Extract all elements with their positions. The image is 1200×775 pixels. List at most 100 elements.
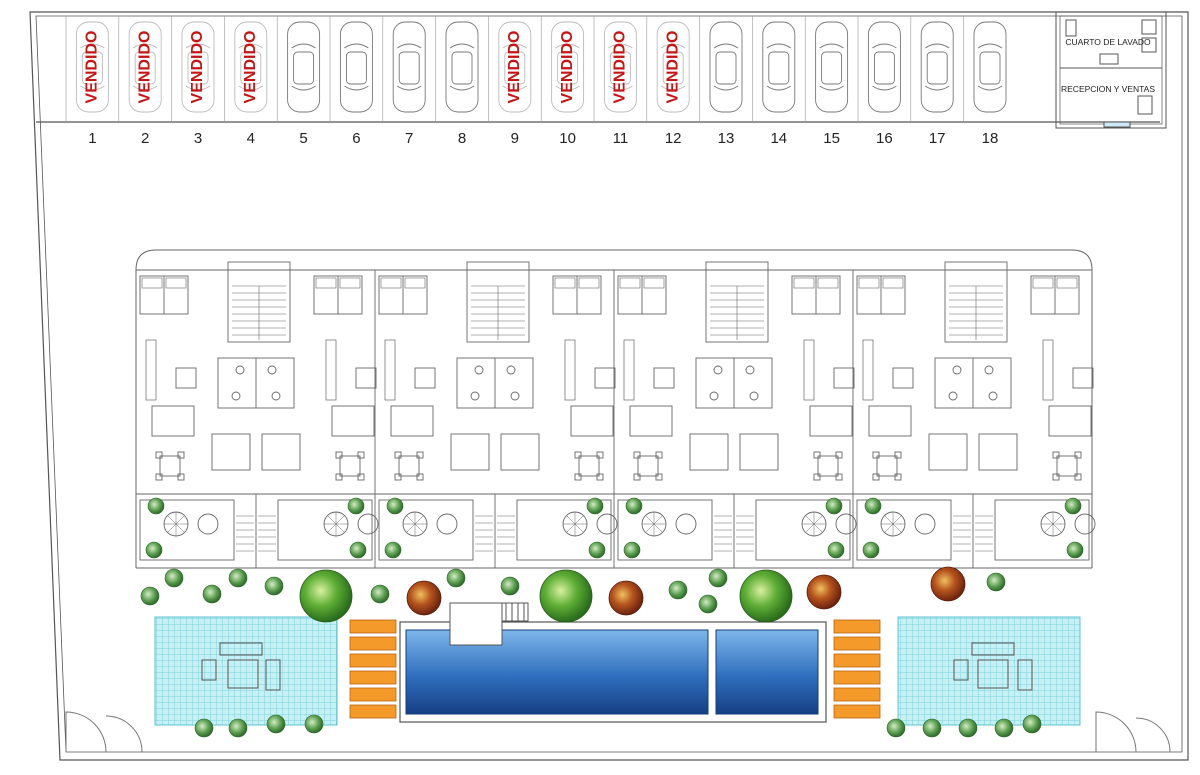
car-icon	[709, 21, 743, 113]
tree-icon	[406, 580, 442, 616]
lounger-icon	[833, 619, 881, 634]
shrub-icon	[304, 714, 324, 734]
lounger-icon	[349, 704, 397, 719]
umbrella-icon	[880, 511, 906, 537]
car-icon	[181, 21, 215, 113]
shrub-icon	[384, 541, 402, 559]
shrub-icon	[349, 541, 367, 559]
car-icon	[445, 21, 479, 113]
parking-spot-sold: VENDIDO 10	[540, 16, 585, 147]
parking-spot-free: 8	[435, 16, 479, 147]
sold-label: VENDIDO	[84, 31, 101, 104]
shrub-icon	[625, 497, 643, 515]
parking-spot-sold: VENDIDO 1	[65, 16, 109, 147]
car-icon	[75, 21, 109, 113]
parking-spot-free: 6	[329, 16, 373, 147]
parking-spot-number: 11	[613, 130, 629, 147]
shrub-icon	[958, 718, 978, 738]
parking-spot-number: 6	[352, 130, 360, 147]
sofa-set-left	[201, 642, 281, 691]
housing-module	[378, 261, 618, 568]
lawn-left	[154, 616, 338, 726]
parking-spot-number: 14	[770, 130, 787, 147]
housing-units	[139, 261, 1096, 568]
shrub-icon	[886, 718, 906, 738]
parking-spot-free: 7	[382, 16, 426, 147]
shrub-icon	[827, 541, 845, 559]
car-icon	[973, 21, 1007, 113]
shrub-icon	[164, 568, 184, 588]
shrub-icon	[864, 497, 882, 515]
car-icon	[603, 21, 637, 113]
service-building	[1055, 11, 1167, 129]
shrub-icon	[1064, 497, 1082, 515]
shrub-icon	[588, 541, 606, 559]
parking-spot-number: 2	[141, 130, 149, 147]
shrub-icon	[147, 497, 165, 515]
reception-room-label: RECEPCION Y VENTAS	[1061, 84, 1155, 94]
parking-spot-number: 10	[559, 130, 576, 147]
housing-module	[856, 261, 1096, 568]
parking-spot-free: 14	[752, 16, 796, 147]
parking-spot-number: 1	[88, 130, 96, 147]
car-icon	[287, 21, 321, 113]
parking-spot-number: 5	[299, 130, 307, 147]
parking-spot-number: 17	[929, 130, 946, 147]
car-icon	[128, 21, 162, 113]
sold-label: VENDIDO	[506, 31, 523, 104]
car-icon	[867, 21, 901, 113]
lounger-icon	[349, 670, 397, 685]
car-icon	[920, 21, 954, 113]
site-boundary	[29, 11, 1189, 761]
parking-spot-number: 18	[982, 130, 999, 147]
shrub-icon	[698, 594, 718, 614]
parking-spot-number: 15	[823, 130, 840, 147]
lounger-icon	[349, 687, 397, 702]
parking-spot-sold: VENDIDO 9	[488, 16, 532, 147]
shrub-icon	[586, 497, 604, 515]
umbrella-icon	[801, 511, 827, 537]
shrub-icon	[140, 586, 160, 606]
parking-spot-number: 8	[458, 130, 466, 147]
umbrella-icon	[163, 511, 189, 537]
pool	[399, 602, 827, 723]
car-icon	[762, 21, 796, 113]
parking-spot-number: 9	[511, 130, 519, 147]
shrub-icon	[386, 497, 404, 515]
shrub-icon	[986, 572, 1006, 592]
parking-spot-number: 4	[247, 130, 255, 147]
car-icon	[339, 21, 373, 113]
parking-spot-number: 3	[194, 130, 202, 147]
sold-label: VENDIDO	[189, 31, 206, 104]
shrub-icon	[228, 568, 248, 588]
lounger-icon	[833, 653, 881, 668]
laundry-room-label: CUARTO DE LAVADO	[1065, 37, 1151, 47]
housing-module	[617, 261, 857, 568]
shrub-icon	[228, 718, 248, 738]
sold-label: VENDIDO	[242, 31, 259, 104]
umbrella-icon	[1040, 511, 1066, 537]
shrub-icon	[1022, 714, 1042, 734]
parking-spot-sold: VENDIDO 4	[224, 16, 268, 147]
parking-spot-free: 18	[963, 16, 1007, 147]
shrub-icon	[1066, 541, 1084, 559]
car-icon	[392, 21, 426, 113]
lounger-icon	[833, 670, 881, 685]
shrub-icon	[347, 497, 365, 515]
shrub-icon	[922, 718, 942, 738]
lounger-icon	[833, 687, 881, 702]
umbrella-icon	[562, 511, 588, 537]
shrub-icon	[708, 568, 728, 588]
car-icon	[498, 21, 532, 113]
parking-spot-sold: VENDIDO 3	[171, 16, 215, 147]
car-icon	[551, 21, 585, 113]
shrub-icon	[623, 541, 641, 559]
tree-icon	[930, 566, 966, 602]
car-icon	[656, 21, 690, 113]
tree-icon	[739, 569, 793, 623]
sold-label: VENDIDO	[559, 31, 576, 104]
vegetation	[140, 566, 1042, 738]
sold-label: VENDIDO	[612, 31, 629, 104]
